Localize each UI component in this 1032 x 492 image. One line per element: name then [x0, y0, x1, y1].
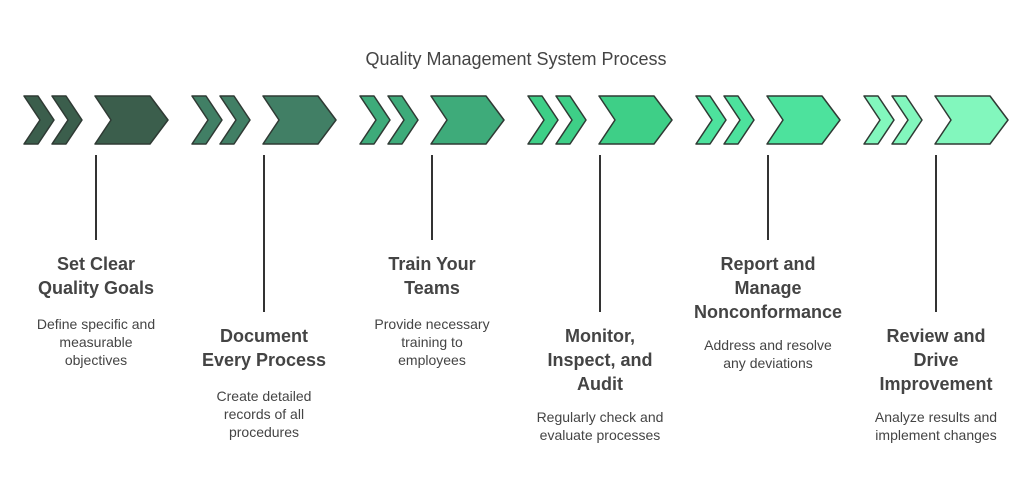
chevron-arrows-icon [863, 95, 1009, 145]
step-heading: Document Every Process [201, 326, 327, 370]
step-description: Create detailed records of all procedure… [216, 388, 312, 440]
diagram-title: Quality Management System Process [365, 49, 667, 69]
connector-line [263, 155, 265, 312]
step-heading: Set Clear Quality Goals [37, 254, 155, 298]
connector-line [767, 155, 769, 240]
step-description: Define specific and measurable objective… [36, 316, 156, 368]
chevron-arrows-icon [695, 95, 841, 145]
step-description: Analyze results and implement changes [874, 409, 998, 443]
process-step-4: Monitor, Inspect, and Audit Regularly ch… [514, 0, 686, 492]
step-description: Regularly check and evaluate processes [536, 409, 664, 443]
connector-line [599, 155, 601, 312]
connector-line [95, 155, 97, 240]
connector-line [935, 155, 937, 312]
step-heading: Report and Manage Nonconformance [693, 254, 843, 322]
step-heading: Monitor, Inspect, and Audit [547, 326, 653, 394]
chevron-arrows-icon [527, 95, 673, 145]
step-description: Provide necessary training to employees [374, 316, 490, 368]
chevron-arrows-icon [23, 95, 169, 145]
connector-line [431, 155, 433, 240]
process-step-2: Document Every Process Create detailed r… [178, 0, 350, 492]
chevron-arrows-icon [191, 95, 337, 145]
process-step-1: Set Clear Quality Goals Define specific … [10, 0, 182, 492]
chevron-arrows-icon [359, 95, 505, 145]
process-step-3: Train Your Teams Provide necessary train… [346, 0, 518, 492]
step-heading: Train Your Teams [388, 254, 476, 298]
process-step-6: Review and Drive Improvement Analyze res… [850, 0, 1022, 492]
process-step-5: Report and Manage Nonconformance Address… [682, 0, 854, 492]
step-heading: Review and Drive Improvement [879, 326, 993, 394]
step-description: Address and resolve any deviations [704, 337, 832, 371]
